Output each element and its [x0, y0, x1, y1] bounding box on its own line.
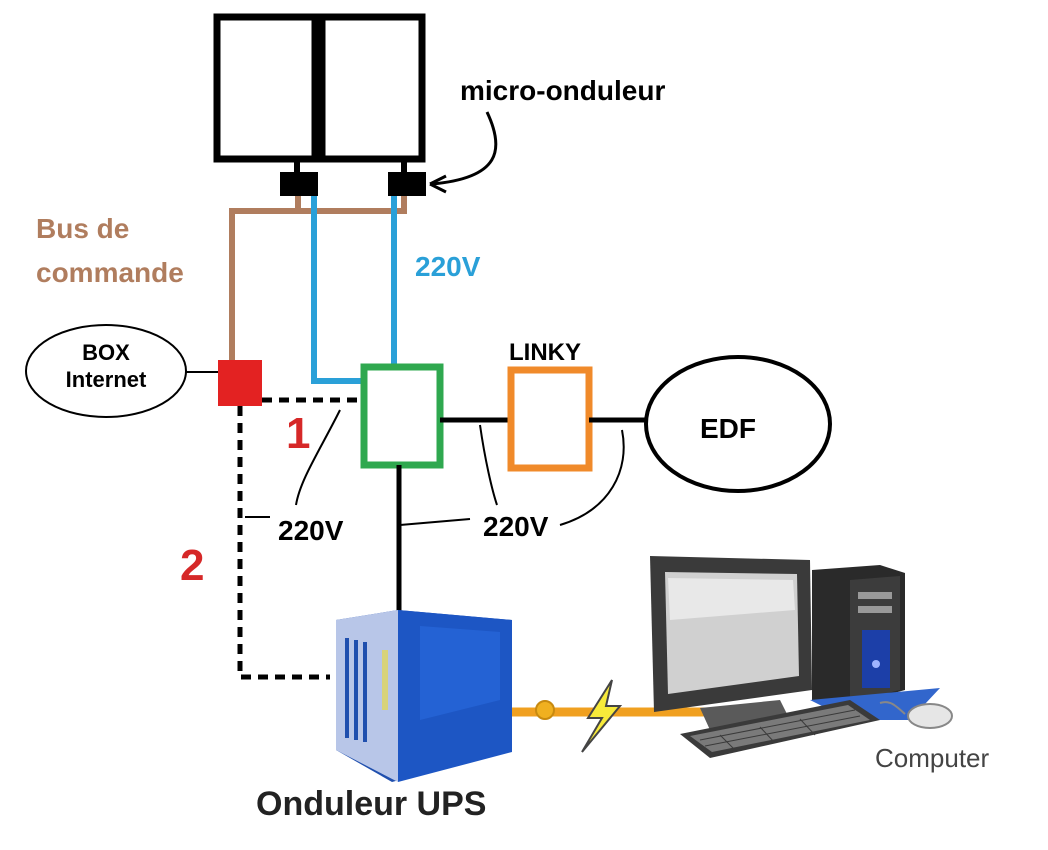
- control-box: [218, 360, 262, 406]
- voltage-220v-blue-label: 220V: [415, 251, 481, 282]
- voltage-220v-left-label: 220V: [278, 515, 344, 546]
- mouse-icon: [907, 703, 953, 729]
- path-number-2: 2: [180, 541, 204, 590]
- distribution-panel: [360, 363, 444, 469]
- computer: [650, 556, 953, 758]
- voltage-220v-right-label: 220V: [483, 511, 549, 542]
- power-cable: [512, 679, 720, 753]
- bus-label-line2: commande: [36, 257, 184, 288]
- dashed-connections: [237, 397, 364, 680]
- path-number-1: 1: [286, 409, 310, 458]
- edf-grid: [644, 355, 832, 493]
- bus-label-line1: Bus de: [36, 213, 129, 244]
- edf-label: EDF: [700, 413, 756, 444]
- lightning-bolt-icon: [581, 679, 623, 753]
- solar-panels: [213, 13, 426, 196]
- linky-meter: [507, 366, 593, 472]
- ups-device: [336, 610, 512, 782]
- bus-de-commande-line: [229, 196, 407, 360]
- computer-label: Computer: [875, 743, 989, 773]
- ups-label: Onduleur UPS: [256, 785, 486, 823]
- arrow-head: [429, 174, 447, 194]
- linky-label: LINKY: [509, 339, 581, 366]
- ac-220v-blue-lines: [311, 196, 397, 384]
- micro-inverter-1: [280, 172, 318, 196]
- box-internet-label-1: BOX: [82, 340, 130, 365]
- voltage-leaders: [245, 409, 625, 526]
- micro-onduleur-arrow: [431, 111, 498, 186]
- micro-onduleur-label: micro-onduleur: [460, 75, 665, 106]
- box-internet-label-2: Internet: [66, 367, 147, 392]
- micro-inverter-2: [388, 172, 426, 196]
- solar-panel-1: [213, 13, 319, 163]
- solar-panel-2: [318, 13, 426, 163]
